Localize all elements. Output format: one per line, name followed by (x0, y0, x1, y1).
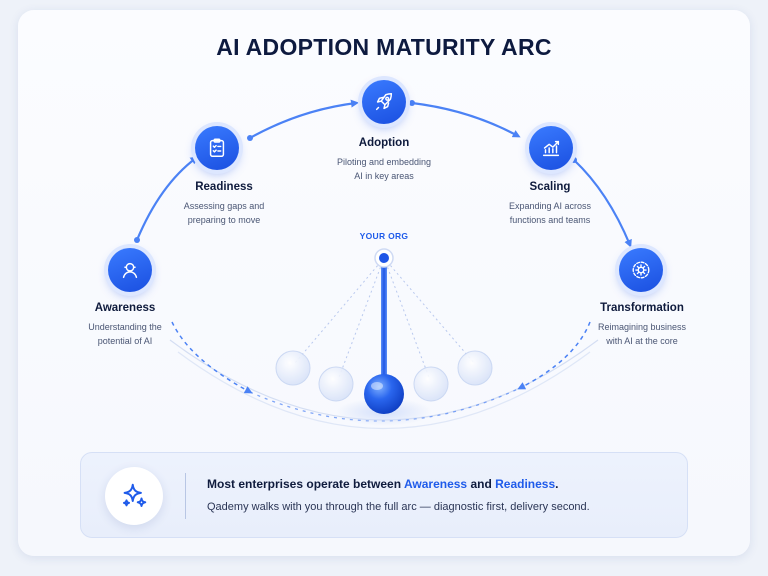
banner-highlight-readiness: Readiness (495, 477, 556, 491)
arc-segment-readiness-adoption (248, 99, 359, 140)
stage-desc-line: potential of AI (97, 336, 153, 346)
stage-desc-line: functions and teams (509, 215, 591, 225)
insight-banner: Most enterprises operate between Awarene… (80, 452, 688, 538)
ghost-string (337, 257, 385, 381)
stage-label-transformation: Transformation Reimagining business with… (567, 302, 717, 348)
person-icon (122, 262, 138, 279)
stage-desc-line: Reimagining business (597, 322, 687, 332)
arc-dot (134, 237, 140, 243)
banner-highlight-awareness: Awareness (403, 477, 468, 491)
ghost-bob (413, 366, 449, 402)
stage-desc-line: Assessing gaps and (183, 201, 265, 211)
banner-icon-wrap (105, 467, 163, 525)
swing-guide-mid (177, 351, 591, 430)
arc-segment-adoption-scaling (410, 101, 521, 138)
stage-desc-line: Expanding AI across (508, 201, 592, 211)
banner-head-prefix: Most enterprises operate between (207, 477, 404, 491)
your-org-label: YOUR ORG (359, 231, 409, 241)
arc-segment-scaling-transformation (572, 158, 632, 248)
banner-headline: Most enterprises operate between Awarene… (207, 477, 559, 491)
stage-desc-line: Understanding the (88, 322, 162, 332)
stage-label-adoption: Adoption Piloting and embedding AI in ke… (309, 137, 459, 183)
stage-label-scaling: Scaling Expanding AI across functions an… (475, 181, 625, 227)
pendulum-ghost-bobs (275, 350, 493, 402)
clipboard-checklist-icon (209, 138, 225, 157)
arc-dot (247, 135, 253, 141)
ghost-string (294, 257, 385, 364)
page-title: AI ADOPTION MATURITY ARC (216, 34, 552, 60)
gear-cycle-icon (632, 261, 650, 279)
ghost-bob (457, 350, 493, 386)
stage-name: Transformation (600, 302, 684, 314)
stage-name: Adoption (358, 137, 410, 149)
arc-dot (571, 157, 577, 163)
node-transformation (619, 248, 663, 292)
stage-desc-line: with AI at the core (606, 336, 678, 346)
pendulum-pivot-core (379, 253, 389, 263)
stage-name: Awareness (94, 302, 156, 314)
ghost-bob (318, 366, 354, 402)
arc-dot (409, 100, 415, 106)
pendulum-ghost-strings (294, 257, 475, 381)
bob-highlight (371, 382, 383, 390)
ghost-string (383, 257, 475, 364)
pendulum-bob (364, 374, 404, 414)
swing-guide-dashed-left (171, 321, 253, 394)
node-awareness (108, 248, 152, 292)
banner-divider (185, 473, 186, 519)
rocket-icon (375, 93, 393, 111)
banner-head-suffix: . (555, 477, 559, 491)
node-scaling (529, 126, 573, 170)
banner-subtext: Qademy walks with you through the full a… (207, 501, 590, 513)
stage-desc-line: AI in key areas (354, 171, 414, 181)
ghost-bob (275, 350, 311, 386)
stage-name: Readiness (195, 181, 253, 193)
stage-desc-line: Piloting and embedding (336, 157, 432, 167)
growth-chart-icon (542, 140, 560, 157)
node-adoption (362, 80, 406, 124)
sparkle-icon (123, 483, 147, 507)
pendulum-rod (381, 262, 387, 380)
arc-dots (134, 100, 577, 243)
swing-guide-dashed-right (517, 321, 591, 390)
stage-name: Scaling (529, 181, 571, 193)
stage-label-awareness: Awareness Understanding the potential of… (50, 302, 200, 348)
ghost-string (383, 257, 431, 381)
stage-desc-line: preparing to move (187, 215, 261, 225)
arc-connectors (135, 99, 632, 248)
arc-segment-awareness-readiness (135, 156, 199, 242)
node-readiness (195, 126, 239, 170)
stage-label-readiness: Readiness Assessing gaps and preparing t… (149, 181, 299, 227)
banner-head-mid: and (467, 477, 496, 491)
